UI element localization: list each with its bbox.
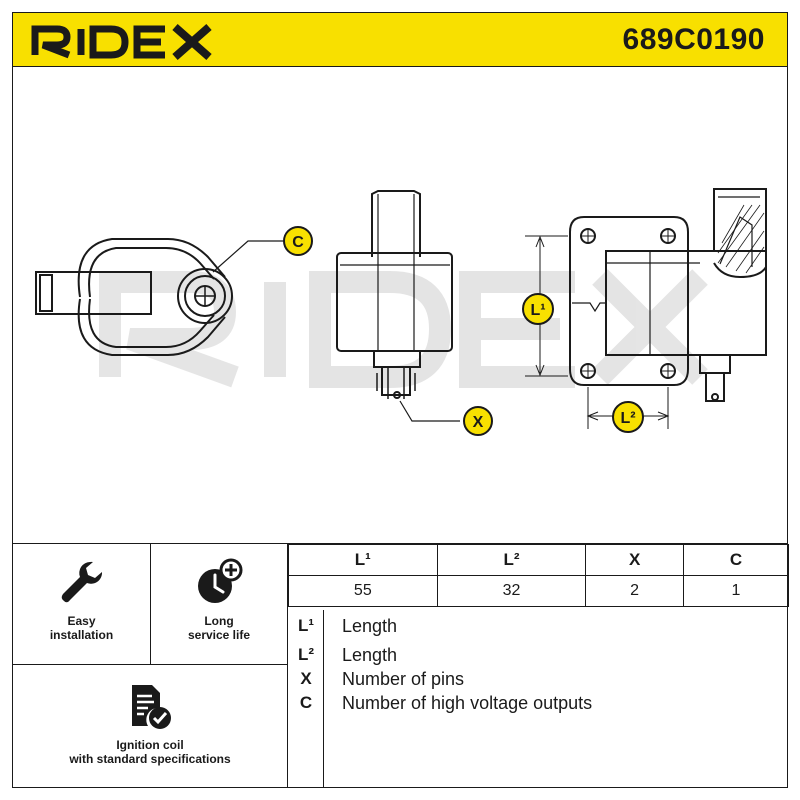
callout-x: X — [463, 406, 493, 436]
technical-drawing-frame — [12, 67, 788, 543]
feature-label-line2: installation — [49, 628, 114, 642]
header-l1: L¹ — [288, 544, 438, 576]
feature-label-line1: Long — [204, 614, 234, 628]
legend-item: C Number of high voltage outputs — [288, 693, 789, 717]
divider — [287, 544, 288, 787]
legend: L¹ Length L² Length X Number of pins C N… — [288, 610, 789, 788]
feature-easy-installation: Easy installation — [13, 558, 150, 642]
document-check-icon — [132, 685, 171, 729]
legend-key: X — [300, 669, 312, 688]
legend-item: L¹ Length — [288, 616, 789, 640]
header-bar: 689C0190 — [12, 12, 788, 67]
svg-text:C: C — [292, 234, 304, 251]
feature-label-line2: with standard specifications — [69, 752, 231, 766]
value-c: 1 — [682, 575, 790, 607]
divider — [150, 544, 151, 664]
part-number: 689C0190 — [622, 23, 765, 56]
table-header-row: L¹ L² X C — [288, 544, 790, 576]
feature-label-line1: Ignition coil — [116, 738, 184, 752]
feature-label-line1: Easy — [67, 614, 96, 628]
legend-text: Length — [342, 616, 398, 636]
info-panel: Easy installation Long service life Igni… — [12, 543, 790, 788]
svg-text:L²: L² — [620, 410, 635, 427]
value-x: 2 — [585, 575, 684, 607]
svg-text:L¹: L¹ — [530, 302, 545, 319]
legend-text: Number of pins — [342, 669, 465, 689]
coil-front-view — [569, 188, 767, 402]
ridex-logo — [31, 24, 212, 60]
svg-text:X: X — [473, 414, 484, 431]
watermark — [99, 269, 708, 388]
value-l1: 55 — [288, 575, 438, 607]
divider — [13, 664, 288, 665]
legend-key: C — [299, 693, 313, 712]
legend-text: Number of high voltage outputs — [342, 693, 593, 713]
legend-key: L¹ — [297, 616, 315, 635]
coil-top-view — [35, 238, 233, 356]
header-l2: L² — [436, 544, 587, 576]
callout-l1: L¹ — [522, 293, 554, 325]
coil-side-view — [336, 190, 453, 399]
value-l2: 32 — [436, 575, 587, 607]
callout-c: C — [283, 226, 313, 256]
header-c: C — [682, 544, 790, 576]
legend-text: Length — [342, 645, 398, 665]
table-row: 55 32 2 1 — [288, 575, 790, 607]
legend-item: L² Length — [288, 645, 789, 669]
legend-key: L² — [297, 645, 315, 664]
wrench-icon — [61, 561, 102, 603]
header-x: X — [585, 544, 684, 576]
callout-l2: L² — [612, 401, 644, 433]
technical-drawing: C X L¹ L² — [35, 188, 767, 436]
legend-item: X Number of pins — [288, 669, 789, 693]
feature-standard-specifications: Ignition coil with standard specificatio… — [13, 682, 287, 766]
divider — [323, 610, 324, 787]
feature-long-service-life: Long service life — [151, 558, 287, 642]
dimensions-table: L¹ L² X C 55 32 2 1 — [288, 544, 790, 607]
feature-label-line2: service life — [187, 628, 251, 642]
clock-plus-icon — [198, 558, 243, 603]
